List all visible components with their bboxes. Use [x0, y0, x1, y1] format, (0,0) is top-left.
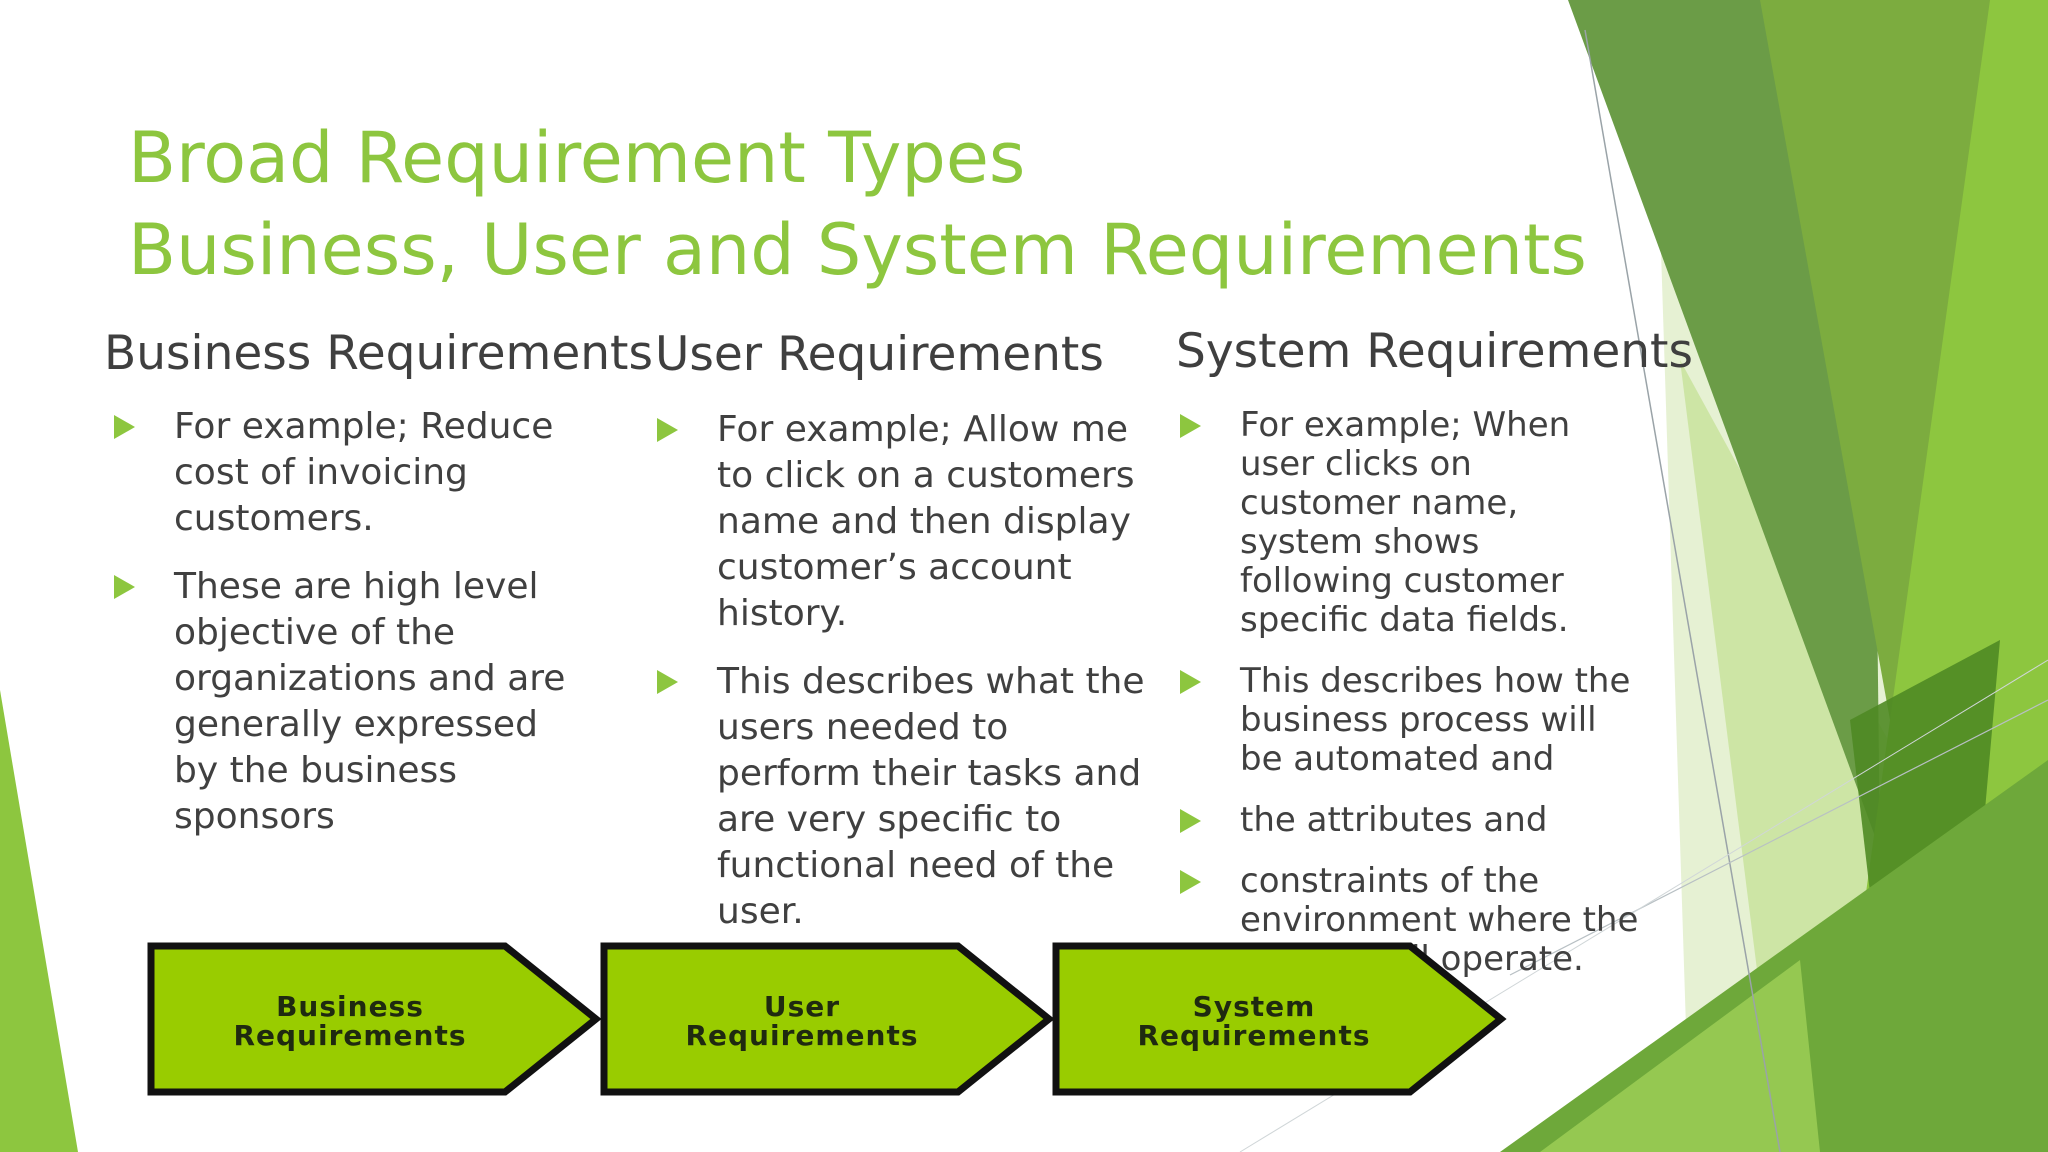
- list-item: These are high level objective of the or…: [114, 564, 584, 840]
- left-edge-shape: [0, 690, 78, 1152]
- bullet-text: This describes what the users needed to …: [717, 661, 1145, 932]
- flow-label-line-1: User: [763, 990, 841, 1023]
- bullet-arrow-icon: [657, 670, 678, 694]
- system-requirements-heading: System Requirements: [1176, 324, 1693, 379]
- flow-label-line-2: Requirements: [1137, 1019, 1371, 1052]
- bullet-text: These are high level objective of the or…: [174, 566, 566, 837]
- list-item: For example; Allow me to click on a cust…: [657, 407, 1157, 637]
- user-requirements-list: For example; Allow me to click on a cust…: [657, 407, 1157, 957]
- flow-label-user: User Requirements: [612, 992, 992, 1050]
- bullet-text: For example; When user clicks on custome…: [1240, 405, 1571, 640]
- flow-label-line-1: System: [1192, 990, 1316, 1023]
- business-requirements-heading: Business Requirements: [104, 326, 653, 381]
- list-item: For example; When user clicks on custome…: [1180, 406, 1640, 640]
- user-requirements-heading: User Requirements: [655, 327, 1104, 382]
- guide-line-1: [1584, 29, 1781, 1152]
- guide-line-2: [1509, 699, 2048, 976]
- bullet-arrow-icon: [657, 418, 678, 442]
- bullet-arrow-icon: [1180, 670, 1201, 694]
- bottom-facet-light: [1540, 960, 1820, 1152]
- slide-title-line-2: Business, User and System Requirements: [128, 209, 1587, 291]
- bullet-text: For example; Reduce cost of invoicing cu…: [174, 406, 554, 539]
- flow-arrow-user: [600, 942, 1055, 1096]
- business-requirements-list: For example; Reduce cost of invoicing cu…: [114, 404, 584, 862]
- list-item: For example; Reduce cost of invoicing cu…: [114, 404, 584, 542]
- flow-label-system: System Requirements: [1064, 992, 1444, 1050]
- bullet-text: For example; Allow me to click on a cust…: [717, 409, 1135, 634]
- list-item: This describes what the users needed to …: [657, 659, 1157, 935]
- bullet-arrow-icon: [114, 575, 135, 599]
- flow-label-business: Business Requirements: [160, 992, 540, 1050]
- bullet-arrow-icon: [114, 415, 135, 439]
- list-item: This describes how the business process …: [1180, 662, 1640, 779]
- flow-arrow-system: [1052, 942, 1507, 1096]
- bullet-arrow-icon: [1180, 870, 1201, 894]
- bullet-arrow-icon: [1180, 809, 1201, 833]
- flow-arrow-business: [147, 942, 602, 1096]
- flow-label-line-2: Requirements: [685, 1019, 919, 1052]
- slide-title: Broad Requirement Types Business, User a…: [128, 112, 1587, 296]
- list-item: the attributes and: [1180, 801, 1640, 840]
- bottom-facet-dark: [1500, 760, 2048, 1152]
- bullet-text: This describes how the business process …: [1240, 661, 1631, 779]
- flow-label-line-1: Business: [276, 990, 424, 1023]
- bullet-text: the attributes and: [1240, 800, 1548, 840]
- flow-label-line-2: Requirements: [233, 1019, 467, 1052]
- bullet-arrow-icon: [1180, 414, 1201, 438]
- slide-title-line-1: Broad Requirement Types: [128, 117, 1026, 199]
